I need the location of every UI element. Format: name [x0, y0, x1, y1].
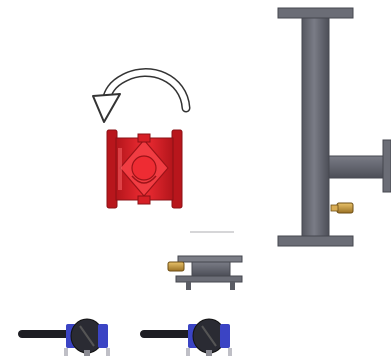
valve-body-icon: [106, 129, 183, 209]
butterfly-valve-icon: [140, 318, 232, 356]
flanged-base-fitting-icon: [167, 231, 243, 290]
flanged-tee-pipe-icon: [277, 7, 391, 247]
butterfly-valve-icon: [18, 318, 110, 356]
rotate-counterclockwise-arrow-icon: [92, 68, 191, 123]
